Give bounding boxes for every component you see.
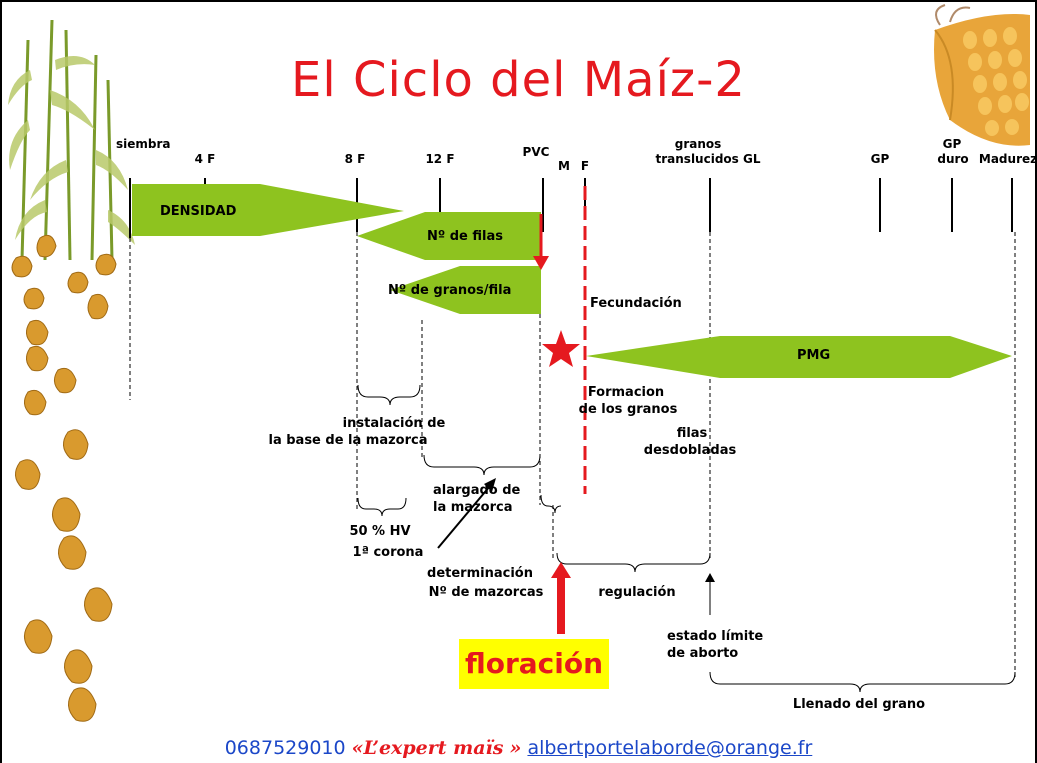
floracion-badge: floración (459, 639, 609, 689)
stage-4f: 4 F (194, 152, 216, 166)
arrow-pmg (586, 336, 1012, 378)
label-filas-desdobladas-2: desdobladas (643, 443, 737, 458)
footer-close-quote: » (509, 737, 522, 759)
stage-8f: 8 F (344, 152, 366, 166)
arrow-estado-limite (705, 573, 715, 582)
label-determinacion-1: determinación (427, 566, 533, 581)
corn-cob-icon (934, 4, 1030, 146)
label-filas-desdobladas-1: filas (676, 426, 708, 441)
arrow-floracion (551, 562, 571, 578)
stage-duro: duro (937, 152, 969, 166)
label-formacion-2: de los granos (578, 402, 678, 417)
label-densidad: DENSIDAD (160, 204, 237, 219)
red-arrow-pvc (533, 256, 549, 270)
label-instalacion-2: la base de la mazorca (268, 433, 428, 448)
arrow-determinacion (484, 478, 496, 492)
label-hv-1: 50 % HV (349, 524, 411, 539)
timeline-ticks (129, 178, 1013, 238)
label-filas: Nº de filas (427, 229, 503, 244)
label-hv-2: 1ª corona (352, 545, 424, 560)
label-instalacion-1: instalación de (342, 416, 446, 431)
corn-leaf-icon (8, 56, 135, 245)
label-estado-2: de aborto (667, 646, 739, 661)
guide-lines (129, 232, 1016, 680)
label-formacion-1: Formacion (587, 385, 665, 400)
page-title: El Ciclo del Maíz-2 (291, 52, 746, 108)
label-alargado-1: alargado de (433, 483, 521, 498)
star-icon (542, 330, 580, 367)
label-estado-1: estado límite (667, 629, 764, 644)
arrow-densidad (132, 184, 404, 236)
label-pmg: PMG (797, 348, 831, 363)
label-determinacion-2: Nº de mazorcas (428, 585, 544, 600)
arrow-granos-fila (390, 266, 541, 314)
label-alargado-2: la mazorca (433, 500, 513, 515)
footer-phone: 0687529010 (224, 737, 346, 759)
footer: 0687529010 «L’expert maïs » albertportel… (0, 737, 1037, 759)
stage-translucidos: translucidos GL (655, 152, 761, 166)
stage-m: M (558, 159, 570, 173)
footer-open-quote: « (351, 737, 364, 759)
stage-gp: GP (870, 152, 890, 166)
stage-madurez: Madurez (978, 152, 1037, 166)
arrow-filas (357, 212, 541, 260)
footer-expert: L’expert maïs (363, 737, 504, 759)
stage-f: F (580, 159, 590, 173)
stage-granos: granos (674, 137, 722, 151)
stage-gp-duro-top: GP (942, 137, 962, 151)
label-llenado: Llenado del grano (792, 697, 926, 712)
braces (357, 384, 1016, 693)
footer-email-link[interactable]: albertportelaborde@orange.fr (527, 737, 813, 759)
stage-12f: 12 F (425, 152, 455, 166)
stage-siembra: siembra (116, 137, 171, 151)
stage-pvc: PVC (522, 145, 550, 159)
label-granos-fila: Nº de granos/fila (388, 283, 512, 298)
label-regulacion: regulación (598, 585, 676, 600)
corn-kernel-icon (11, 234, 117, 722)
label-fecundacion: Fecundación (590, 296, 682, 311)
